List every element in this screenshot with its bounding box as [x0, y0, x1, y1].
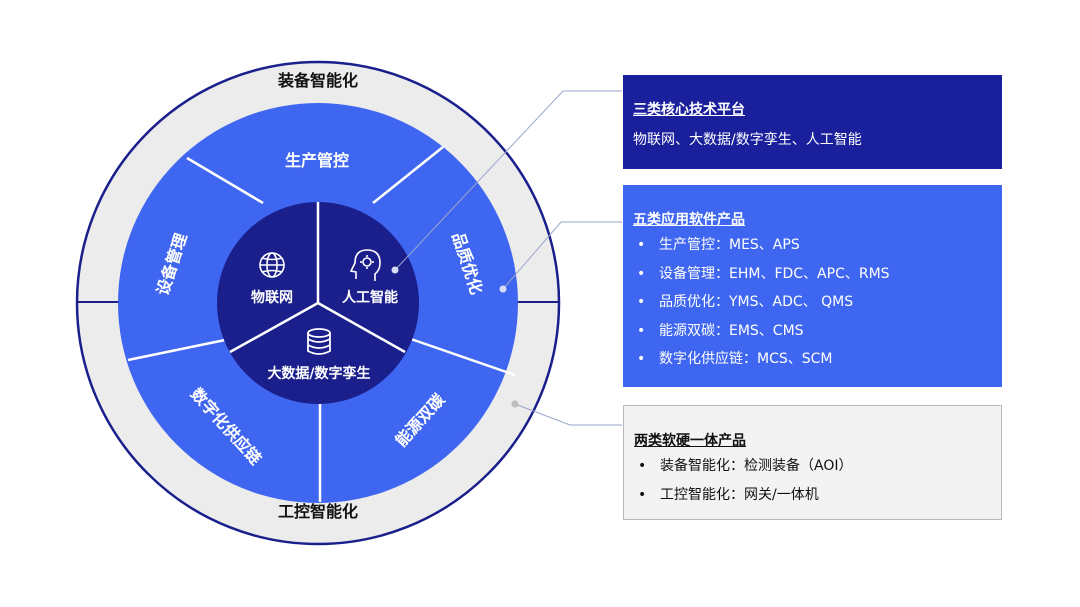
database-icon — [307, 328, 331, 355]
list-item: 工控智能化：网关/一体机 — [634, 481, 991, 510]
divider-1 — [186, 156, 264, 205]
core-label-ai: 人工智能 — [342, 289, 398, 306]
software-list: 生产管控：MES、APS 设备管理：EHM、FDC、APC、RMS 品质优化：Y… — [633, 231, 992, 374]
platforms-title: 三类核心技术平台 — [633, 102, 745, 118]
divider-2 — [372, 146, 444, 204]
segment-label-production: 生产管控 — [285, 151, 349, 170]
platforms-text: 物联网、大数据/数字孪生、人工智能 — [633, 132, 862, 148]
globe-icon — [259, 252, 285, 278]
software-panel: 五类应用软件产品 生产管控：MES、APS 设备管理：EHM、FDC、APC、R… — [623, 185, 1002, 387]
list-item: 设备管理：EHM、FDC、APC、RMS — [633, 260, 992, 289]
list-item: 能源双碳：EMS、CMS — [633, 317, 992, 346]
list-item: 装备智能化：检测装备（AOI） — [634, 452, 991, 481]
list-item: 数字化供应链：MCS、SCM — [633, 345, 992, 374]
list-item: 品质优化：YMS、ADC、 QMS — [633, 288, 992, 317]
ai-head-icon — [349, 249, 381, 281]
connector-platforms — [391, 90, 622, 274]
hardware-panel: 两类软硬一体产品 装备智能化：检测装备（AOI） 工控智能化：网关/一体机 — [623, 405, 1002, 520]
hardware-title: 两类软硬一体产品 — [634, 433, 746, 449]
divider-3 — [407, 336, 516, 377]
hardware-list: 装备智能化：检测装备（AOI） 工控智能化：网关/一体机 — [634, 452, 991, 509]
core-divider-right — [317, 301, 406, 354]
connector-software — [499, 221, 622, 293]
core-label-iot: 物联网 — [251, 289, 293, 306]
core-divider-left — [229, 301, 319, 354]
core-label-bigdata: 大数据/数字孪生 — [267, 365, 370, 382]
divider-5 — [127, 338, 226, 362]
software-title: 五类应用软件产品 — [633, 212, 745, 228]
list-item: 生产管控：MES、APS — [633, 231, 992, 260]
core-dividers — [229, 202, 406, 354]
platforms-panel: 三类核心技术平台 物联网、大数据/数字孪生、人工智能 — [623, 75, 1002, 169]
outer-label-top: 装备智能化 — [277, 71, 358, 90]
outer-label-bottom: 工控智能化 — [278, 502, 358, 521]
middle-ring-dividers — [127, 146, 516, 502]
connector-hardware — [511, 400, 622, 426]
